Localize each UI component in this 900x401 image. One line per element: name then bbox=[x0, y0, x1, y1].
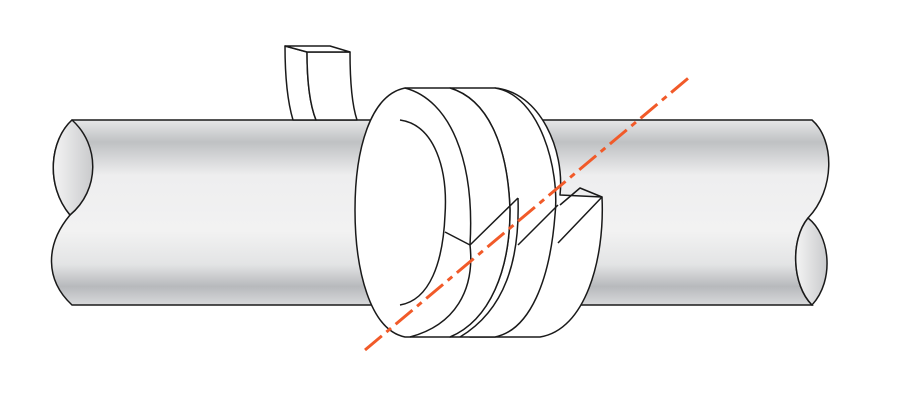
rod-left-end-cap bbox=[52, 118, 94, 217]
rod-right-end-cap bbox=[794, 216, 828, 307]
coil-ribbon-tail bbox=[284, 45, 358, 121]
coil bbox=[354, 87, 604, 338]
cut-line bbox=[364, 73, 693, 352]
rod-left bbox=[50, 118, 439, 306]
